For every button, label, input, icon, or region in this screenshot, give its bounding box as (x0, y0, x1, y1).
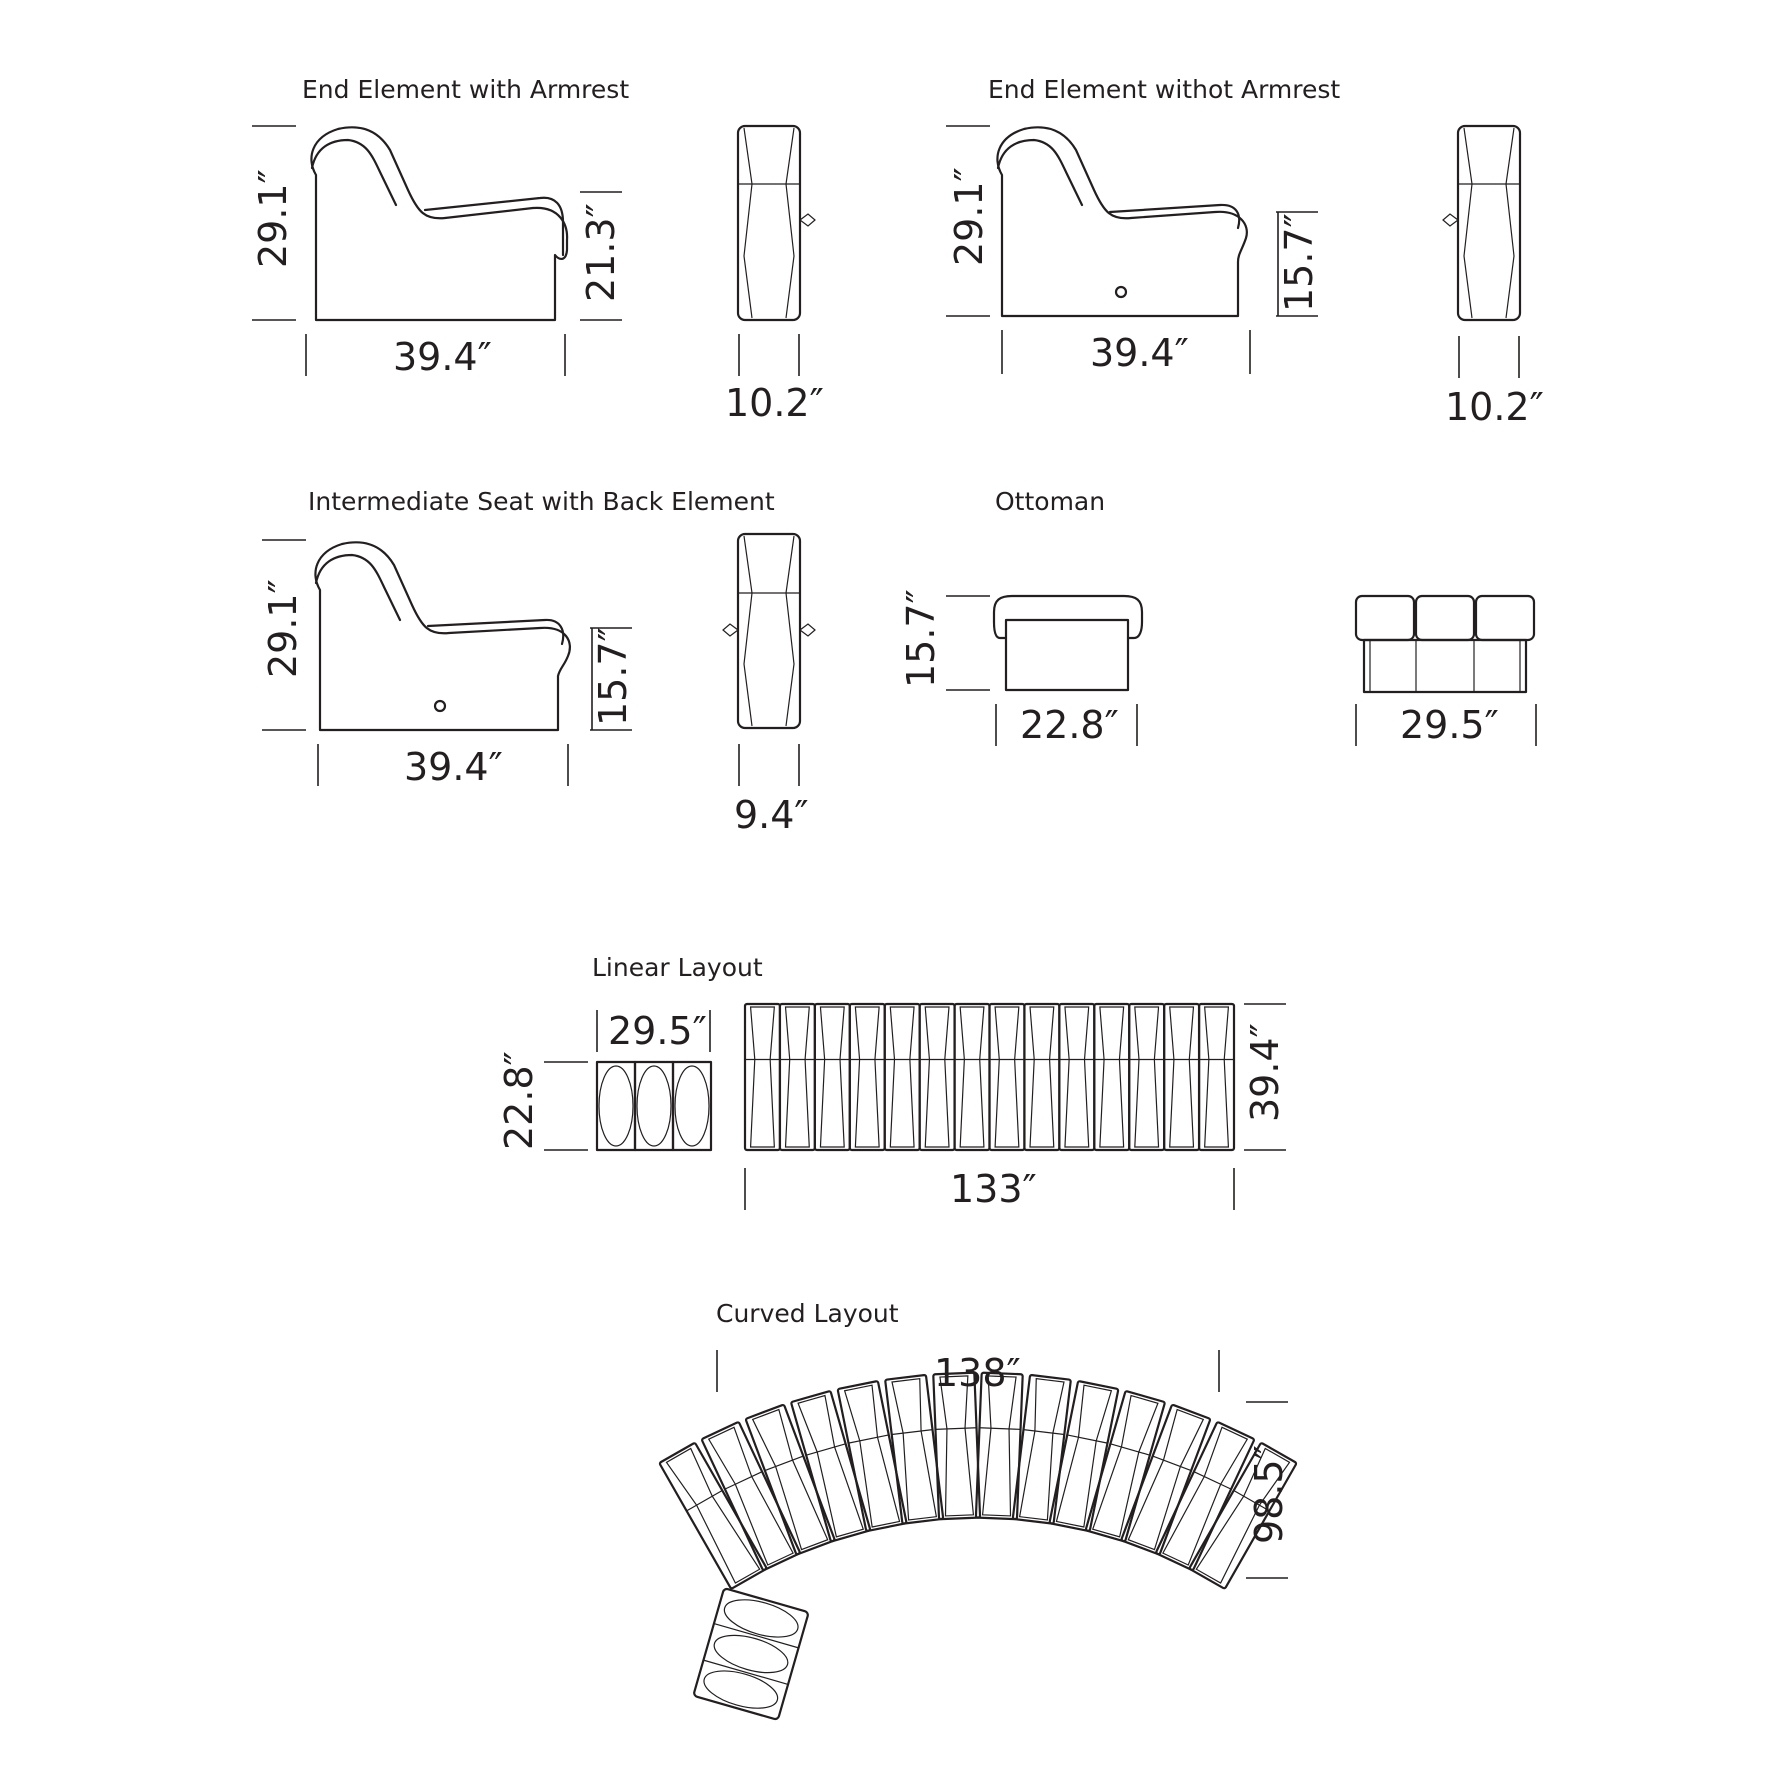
end-armrest-side-view (310, 126, 569, 322)
curved-module (836, 1380, 908, 1532)
curved-module (1188, 1442, 1298, 1590)
section-end-with-armrest: End Element with Armrest 29.1″ 21.3″ 39.… (251, 75, 824, 425)
curved-module (1155, 1421, 1255, 1571)
intermediate-title: Intermediate Seat with Back Element (308, 487, 775, 516)
end-no-armrest-back-inner-line (996, 138, 1084, 207)
section-ottoman: Ottoman 15.7″ 22.8″ 29.5″ (899, 487, 1537, 747)
end-no-armrest-seat-height-label: 15.7″ (1277, 213, 1321, 312)
curved-layout-title: Curved Layout (716, 1299, 899, 1328)
section-intermediate: Intermediate Seat with Back Element 29.1… (261, 487, 816, 837)
section-end-without-armrest: End Element withot Armrest 29.1″ 15.7″ 3… (946, 75, 1544, 429)
end-no-armrest-front-view (1456, 124, 1522, 322)
curved-module (884, 1374, 945, 1525)
curved-module (790, 1390, 872, 1543)
intermediate-front-view (736, 532, 802, 730)
intermediate-side-view (314, 541, 571, 732)
linear-ottoman-top-view (595, 1060, 713, 1152)
curved-module (1120, 1403, 1212, 1556)
curved-module (1084, 1390, 1166, 1543)
linear-layout-title: Linear Layout (592, 953, 763, 982)
curved-module (701, 1421, 801, 1571)
intermediate-back-inner-line (314, 553, 402, 622)
linear-module (918, 1002, 956, 1152)
end-no-armrest-depth-label: 10.2″ (1445, 385, 1544, 429)
linear-module (743, 1002, 782, 1152)
section-linear-layout: Linear Layout 29.5″ 22.8″ 39.4″ 133″ (497, 953, 1287, 1211)
ottoman-side-view (992, 594, 1144, 692)
curved-module (932, 1371, 982, 1521)
linear-module (778, 1002, 816, 1152)
end-no-armrest-height-label: 29.1″ (947, 167, 991, 266)
end-armrest-depth-label: 10.2″ (725, 381, 824, 425)
ottoman-width-label: 22.8″ (1020, 703, 1119, 747)
end-no-armrest-title: End Element withot Armrest (988, 75, 1340, 104)
intermediate-height-label: 29.1″ (261, 579, 305, 678)
curved-module (744, 1403, 836, 1556)
curved-depth-label: 98.5″ (1247, 1445, 1291, 1544)
end-no-armrest-seat-inner-line (1108, 203, 1241, 230)
linear-module (1197, 1002, 1236, 1152)
ottoman-length-label: 29.5″ (1400, 703, 1499, 747)
linear-modules (743, 1002, 1236, 1152)
end-armrest-front-view (736, 124, 802, 322)
ottoman-title: Ottoman (995, 487, 1105, 516)
linear-ottoman-width-label: 22.8″ (497, 1051, 541, 1150)
end-no-armrest-width-label: 39.4″ (1090, 331, 1189, 375)
end-armrest-seat-height-label: 21.3″ (579, 203, 623, 302)
intermediate-seat-inner-line (426, 618, 565, 646)
linear-module (1093, 1002, 1131, 1152)
linear-module (1058, 1002, 1096, 1152)
ottoman-height-label: 15.7″ (899, 589, 943, 688)
curved-module (1048, 1380, 1120, 1532)
end-no-armrest-side-view (996, 126, 1248, 318)
linear-depth-label: 39.4″ (1243, 1023, 1287, 1122)
linear-module (1163, 1002, 1201, 1152)
curved-ottoman-top-view (693, 1587, 809, 1721)
end-armrest-back-inner-line (310, 138, 398, 207)
linear-ottoman-length-label: 29.5″ (608, 1009, 707, 1053)
curved-module (974, 1371, 1024, 1521)
intermediate-seat-height-label: 15.7″ (591, 627, 635, 726)
linear-module (953, 1002, 991, 1152)
linear-module (883, 1002, 921, 1152)
intermediate-width-label: 39.4″ (404, 745, 503, 789)
linear-module (848, 1002, 886, 1152)
linear-total-length-label: 133″ (950, 1167, 1037, 1211)
curved-module (658, 1442, 768, 1590)
curved-modules (658, 1371, 1298, 1590)
ottoman-front-view (1354, 594, 1536, 694)
linear-module (1023, 1002, 1061, 1152)
linear-module (988, 1002, 1026, 1152)
end-armrest-seat-inner-line (423, 196, 565, 257)
intermediate-depth-label: 9.4″ (734, 793, 809, 837)
curved-module (1011, 1374, 1072, 1525)
section-curved-layout: Curved Layout 138″ 98.5″ (658, 1299, 1298, 1721)
linear-module (813, 1002, 851, 1152)
linear-module (1128, 1002, 1166, 1152)
end-armrest-height-label: 29.1″ (251, 169, 295, 268)
end-armrest-title: End Element with Armrest (302, 75, 629, 104)
end-armrest-width-label: 39.4″ (393, 335, 492, 379)
